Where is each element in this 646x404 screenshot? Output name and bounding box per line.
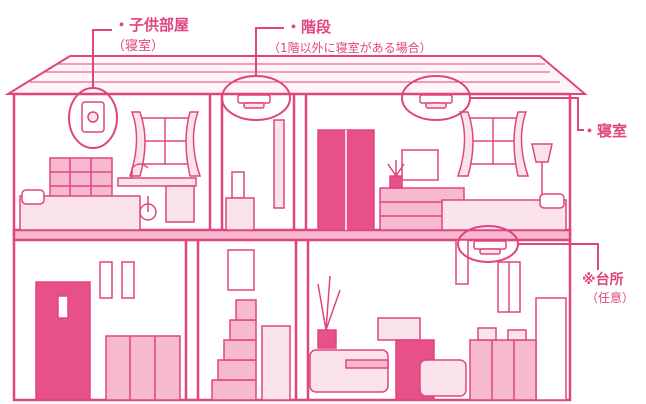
stairs-sublabel: （1階以外に寝室がある場合） bbox=[268, 40, 432, 55]
entrance bbox=[35, 261, 181, 401]
bed bbox=[441, 199, 567, 231]
kids-room bbox=[19, 101, 202, 231]
callout-labels: ・子供部屋 （寝室） ・階段 （1階以外に寝室がある場合） ・寝室 ※台所 （任… bbox=[112, 16, 634, 305]
living-kitchen bbox=[309, 239, 567, 401]
staircase bbox=[211, 249, 291, 401]
smoke-detector-icon bbox=[419, 94, 453, 109]
refrigerator bbox=[535, 297, 567, 401]
ceiling-detectors bbox=[237, 94, 507, 255]
kids-room-label: ・子供部屋 bbox=[114, 16, 189, 34]
smoke-detector-icon bbox=[473, 240, 507, 255]
kids-room-sublabel: （寝室） bbox=[112, 38, 164, 54]
bedroom bbox=[317, 111, 567, 231]
bedroom-label: ・寝室 bbox=[582, 122, 627, 140]
kitchen-sublabel: （任意） bbox=[586, 290, 634, 305]
shelf bbox=[49, 157, 113, 203]
desk bbox=[117, 177, 197, 187]
stair-hall bbox=[225, 119, 285, 231]
sofa bbox=[309, 349, 389, 393]
kitchen-counter bbox=[469, 339, 537, 401]
smoke-detector-icon bbox=[237, 94, 271, 109]
callout-markers bbox=[68, 27, 599, 270]
stairs-label: ・階段 bbox=[286, 18, 331, 36]
kitchen-label: ※台所 bbox=[582, 271, 624, 288]
shoe-cabinet bbox=[105, 335, 181, 401]
roof bbox=[4, 55, 588, 95]
